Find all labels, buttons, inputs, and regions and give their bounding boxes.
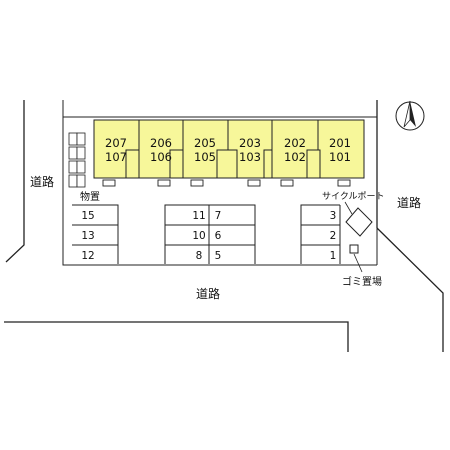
unit-201: 201 [329,136,351,150]
leader-lines [344,201,363,273]
bicycle-port [345,207,373,254]
parking-12: 12 [81,250,94,262]
parking-11: 11 [192,210,205,222]
property-boundary [62,100,378,266]
unit-101: 101 [329,150,351,164]
unit-102: 102 [284,150,306,164]
parking-3: 3 [330,210,337,222]
parking-6: 6 [215,230,222,242]
parking-1: 1 [330,250,337,262]
parking-lines [72,204,341,264]
parking-8: 8 [196,250,203,262]
north-arrow-icon [395,100,425,131]
garbage-label: ゴミ置場 [342,275,382,288]
parking-15: 15 [81,210,94,222]
road-label-right: 道路 [397,195,421,210]
unit-106: 106 [150,150,172,164]
parking-2: 2 [330,230,337,242]
parking-7: 7 [215,210,222,222]
unit-207: 207 [105,136,127,150]
storage-sheds [68,132,86,188]
storage-label: 物置 [80,190,100,203]
unit-202: 202 [284,136,306,150]
parking-13: 13 [81,230,94,242]
unit-105: 105 [194,150,216,164]
unit-206: 206 [150,136,172,150]
parking-10: 10 [192,230,205,242]
road-label-left: 道路 [30,174,54,189]
bicycle-port-label: サイクルポート [322,191,385,202]
unit-203: 203 [239,136,261,150]
road-label-bottom: 道路 [196,286,220,301]
apartment-building [93,119,365,187]
unit-205: 205 [194,136,216,150]
unit-107: 107 [105,150,127,164]
unit-103: 103 [239,150,261,164]
parking-5: 5 [215,250,222,262]
